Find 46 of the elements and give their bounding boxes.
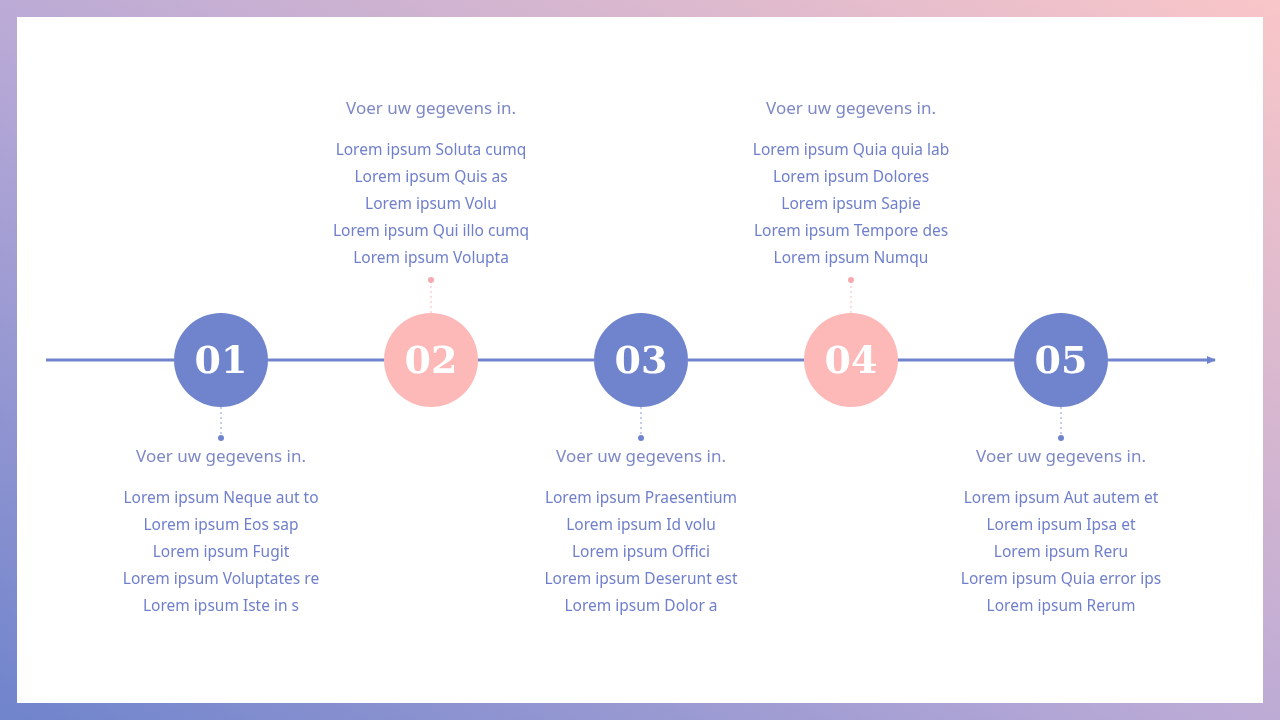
dotted-connector — [1058, 406, 1064, 441]
timeline-arrow — [1108, 356, 1216, 364]
timeline-line — [268, 358, 384, 362]
dotted-connector — [638, 406, 644, 441]
step-text: Lorem ipsum Deserunt est — [544, 566, 738, 591]
step-text: Lorem ipsum Ipsa et — [986, 512, 1136, 537]
step-heading: Voer uw gegevens in. — [556, 443, 726, 469]
step-text: Lorem ipsum Iste in s — [143, 593, 299, 618]
step-text: Lorem ipsum Offici — [571, 539, 711, 564]
step-number: 05 — [1034, 341, 1088, 379]
step-text: Lorem ipsum Volupta — [353, 245, 509, 270]
step-heading: Voer uw gegevens in. — [346, 95, 516, 121]
dotted-connector — [218, 406, 224, 441]
step-text: Lorem ipsum Reru — [993, 539, 1129, 564]
step-heading: Voer uw gegevens in. — [976, 443, 1146, 469]
step-text: Lorem ipsum Numqu — [773, 245, 929, 270]
step-text: Lorem ipsum Soluta cumq — [335, 137, 527, 162]
step-heading: Voer uw gegevens in. — [136, 443, 306, 469]
timeline-line — [46, 358, 174, 362]
step-text: Lorem ipsum Eos sap — [143, 512, 299, 537]
timeline-line — [478, 358, 594, 362]
timeline-line — [688, 358, 804, 362]
step-text: Lorem ipsum Quis as — [354, 164, 508, 189]
step-text: Lorem ipsum Dolor a — [564, 593, 718, 618]
step-text: Lorem ipsum Tempore des — [753, 218, 949, 243]
step-text: Lorem ipsum Quia quia lab — [752, 137, 950, 162]
step-text: Lorem ipsum Volu — [365, 191, 497, 216]
step-text: Lorem ipsum Fugit — [152, 539, 290, 564]
timeline-line — [898, 358, 1014, 362]
step-number: 03 — [614, 341, 668, 379]
step-number: 02 — [404, 341, 458, 379]
step-text: Lorem ipsum Voluptates re — [122, 566, 320, 591]
step-text: Lorem ipsum Id volu — [566, 512, 716, 537]
step-text: Lorem ipsum Qui illo cumq — [332, 218, 530, 243]
step-number: 01 — [194, 341, 248, 379]
step-heading: Voer uw gegevens in. — [766, 95, 936, 121]
step-number: 04 — [824, 341, 878, 379]
step-text: Lorem ipsum Rerum — [986, 593, 1136, 618]
step-text: Lorem ipsum Sapie — [781, 191, 921, 216]
dotted-connector — [848, 277, 854, 314]
step-text: Lorem ipsum Neque aut to — [123, 485, 319, 510]
step-text: Lorem ipsum Praesentium — [544, 485, 738, 510]
step-text: Lorem ipsum Dolores — [772, 164, 930, 189]
step-text: Lorem ipsum Quia error ips — [960, 566, 1162, 591]
step-text: Lorem ipsum Aut autem et — [963, 485, 1159, 510]
dotted-connector — [428, 277, 434, 314]
